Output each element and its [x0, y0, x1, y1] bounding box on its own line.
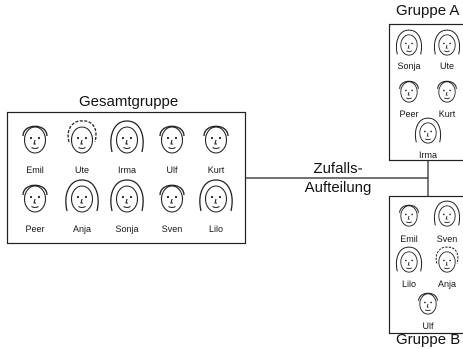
person-face-icon — [110, 179, 144, 213]
group-b-box — [388, 195, 463, 335]
person-face-icon — [159, 184, 185, 213]
group-a-box — [388, 23, 463, 162]
person-face-icon — [399, 80, 419, 103]
member-name: Sven — [161, 224, 183, 234]
group-b-title: Gruppe B — [396, 331, 461, 348]
member-name: Anja — [72, 224, 91, 234]
member-name: Lilo — [208, 224, 223, 234]
member-name: Lilo — [401, 279, 416, 289]
member-name: Peer — [25, 224, 45, 234]
member-name: Ulf — [422, 321, 434, 331]
group-a-title: Gruppe A — [396, 2, 460, 19]
person-face-icon — [433, 29, 461, 56]
person-face-icon — [399, 204, 419, 227]
person-face-icon — [395, 29, 423, 56]
person-face-icon — [418, 292, 438, 315]
member-name: Sonja — [397, 61, 421, 71]
member-name: Kurt — [438, 109, 456, 119]
person-face-icon — [435, 246, 459, 273]
total-group-title: Gesamtgruppe — [79, 93, 179, 110]
random-assignment-label: Zufalls- Aufteilung — [283, 159, 393, 197]
member-name: Irma — [118, 165, 136, 175]
person-face-icon — [203, 125, 229, 154]
person-face-icon — [199, 179, 233, 213]
member-name: Ulf — [166, 165, 178, 175]
member-name: Emil — [400, 234, 418, 244]
member-name: Ute — [439, 61, 454, 71]
person-face-icon — [159, 125, 185, 154]
person-face-icon — [437, 80, 457, 103]
person-face-icon — [22, 184, 48, 213]
member-name: Sonja — [115, 224, 139, 234]
member-name: Peer — [399, 109, 419, 119]
person-face-icon — [67, 120, 97, 154]
member-name: Irma — [419, 150, 437, 160]
person-face-icon — [395, 246, 423, 273]
person-face-icon — [22, 125, 48, 154]
member-name: Anja — [437, 279, 456, 289]
person-face-icon — [414, 117, 442, 144]
member-name: Sven — [436, 234, 458, 244]
random-assignment-line1: Zufalls- — [313, 160, 363, 177]
person-face-icon — [110, 120, 144, 154]
total-group-box — [6, 111, 247, 245]
person-face-icon — [65, 179, 99, 213]
member-name: Ute — [74, 165, 89, 175]
member-name: Emil — [26, 165, 44, 175]
member-name: Kurt — [207, 165, 225, 175]
person-face-icon — [433, 200, 461, 227]
random-assignment-line2: Aufteilung — [304, 179, 372, 196]
